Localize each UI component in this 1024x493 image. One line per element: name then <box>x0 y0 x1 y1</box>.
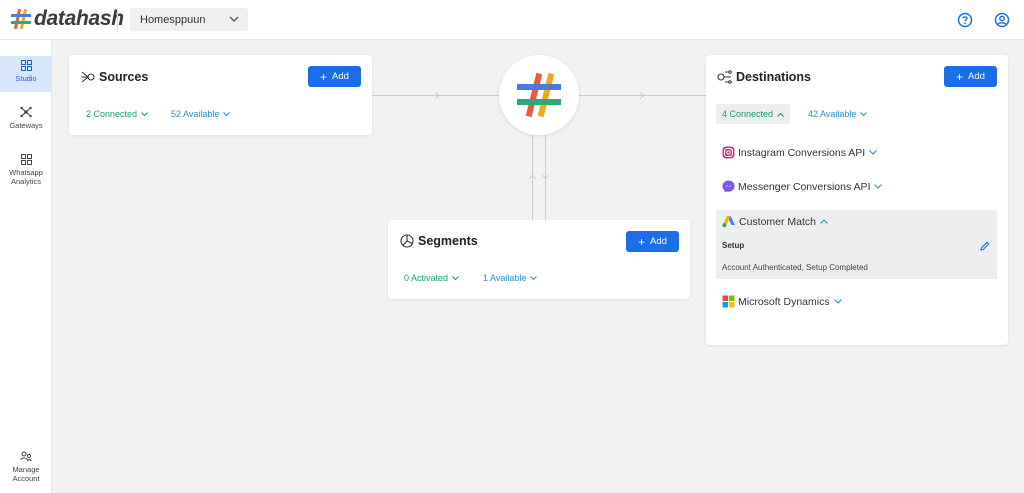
setup-label: Setup <box>722 241 745 250</box>
chevron-up-icon <box>777 112 784 117</box>
sources-card: Sources +Add 2 Connected 52 Available <box>69 55 372 135</box>
logo-text: datahash <box>34 7 124 30</box>
grid-icon <box>20 154 32 165</box>
datahash-logo-icon <box>11 8 31 30</box>
plus-icon: + <box>320 69 328 84</box>
pie-chart-icon <box>400 234 414 248</box>
segments-available-dropdown[interactable]: 1 Available <box>483 268 538 288</box>
segments-title: Segments <box>400 234 478 248</box>
destinations-icon <box>717 70 732 84</box>
destination-item-instagram[interactable]: Instagram Conversions API <box>722 146 878 159</box>
help-icon[interactable] <box>957 12 973 28</box>
chevron-down-icon <box>530 275 538 280</box>
chevron-up-icon <box>820 219 828 224</box>
logo[interactable]: datahash <box>10 7 124 30</box>
chevron-down-icon <box>223 111 231 116</box>
sources-title: Sources <box>81 70 148 84</box>
sidebar-item-whatsapp-analytics[interactable]: Whatsapp Analytics <box>0 154 52 186</box>
top-bar: datahash Homesppuun <box>0 0 1024 40</box>
connector-hub-segments-a <box>532 135 533 220</box>
connector-sources-hub <box>372 95 500 96</box>
users-icon <box>20 451 32 462</box>
destination-item-messenger[interactable]: Messenger Conversions API <box>722 180 883 193</box>
sidebar-item-gateways[interactable]: Gateways <box>0 106 52 130</box>
destinations-connected-dropdown[interactable]: 4 Connected <box>716 104 791 124</box>
sidebar-item-label: Studio <box>15 74 37 83</box>
connector-hub-segments-b <box>545 135 546 220</box>
microsoft-icon <box>722 295 735 308</box>
sidebar-item-label: Gateways <box>9 121 43 130</box>
sources-icon <box>81 71 95 83</box>
destinations-card: Destinations +Add 4 Connected 42 Availab… <box>706 55 1008 345</box>
workspace-name: Homesppuun <box>140 13 206 26</box>
sidebar-item-label: Account <box>12 474 40 483</box>
customer-match-header[interactable]: Customer Match <box>722 215 828 228</box>
arrow-down-icon <box>542 174 549 180</box>
header-divider <box>117 8 118 32</box>
setup-status: Account Authenticated, Setup Completed <box>722 263 868 272</box>
add-destination-button[interactable]: +Add <box>944 66 997 87</box>
edit-pencil-icon[interactable] <box>980 241 990 251</box>
chevron-down-icon <box>874 184 883 189</box>
sidebar-item-manage-account[interactable]: Manage Account <box>0 450 52 483</box>
destinations-available-dropdown[interactable]: 42 Available <box>808 104 868 124</box>
chevron-down-icon <box>833 299 842 304</box>
sidebar: Studio Gateways Whatsapp Analytics Manag… <box>0 40 52 493</box>
chevron-down-icon <box>452 275 459 280</box>
add-source-button[interactable]: +Add <box>308 66 361 87</box>
chevron-down-icon <box>869 150 878 155</box>
sidebar-item-label: Analytics <box>10 177 41 186</box>
chevron-down-icon <box>860 111 868 116</box>
segments-card: Segments +Add 0 Activated 1 Available <box>388 220 690 299</box>
instagram-icon <box>722 146 735 159</box>
add-segment-button[interactable]: +Add <box>626 231 679 252</box>
destination-item-customer-match: Customer Match Setup Account Authenticat… <box>716 210 997 279</box>
plus-icon: + <box>956 69 964 84</box>
user-profile-icon[interactable] <box>994 12 1010 28</box>
google-ads-icon <box>722 216 735 228</box>
destination-item-microsoft-dynamics[interactable]: Microsoft Dynamics <box>722 295 842 308</box>
sidebar-item-studio[interactable]: Studio <box>0 56 52 92</box>
network-icon <box>20 106 32 118</box>
arrow-up-icon <box>529 174 536 180</box>
grid-icon <box>20 60 32 71</box>
sources-connected-dropdown[interactable]: 2 Connected <box>86 104 148 124</box>
segments-activated-dropdown[interactable]: 0 Activated <box>404 268 459 288</box>
arrow-right-icon <box>639 92 645 99</box>
arrow-right-icon <box>434 92 440 99</box>
destinations-title: Destinations <box>717 70 811 84</box>
sidebar-item-label: Manage <box>12 465 40 474</box>
chevron-down-icon <box>141 111 148 116</box>
sources-available-dropdown[interactable]: 52 Available <box>171 104 231 124</box>
plus-icon: + <box>638 234 646 249</box>
sidebar-item-label: Whatsapp <box>9 168 43 177</box>
connector-hub-destinations <box>579 95 706 96</box>
messenger-icon <box>722 180 735 193</box>
datahash-hub <box>499 55 579 135</box>
chevron-down-icon <box>229 16 239 22</box>
datahash-hub-icon <box>517 72 561 118</box>
workspace-select[interactable]: Homesppuun <box>130 8 248 31</box>
